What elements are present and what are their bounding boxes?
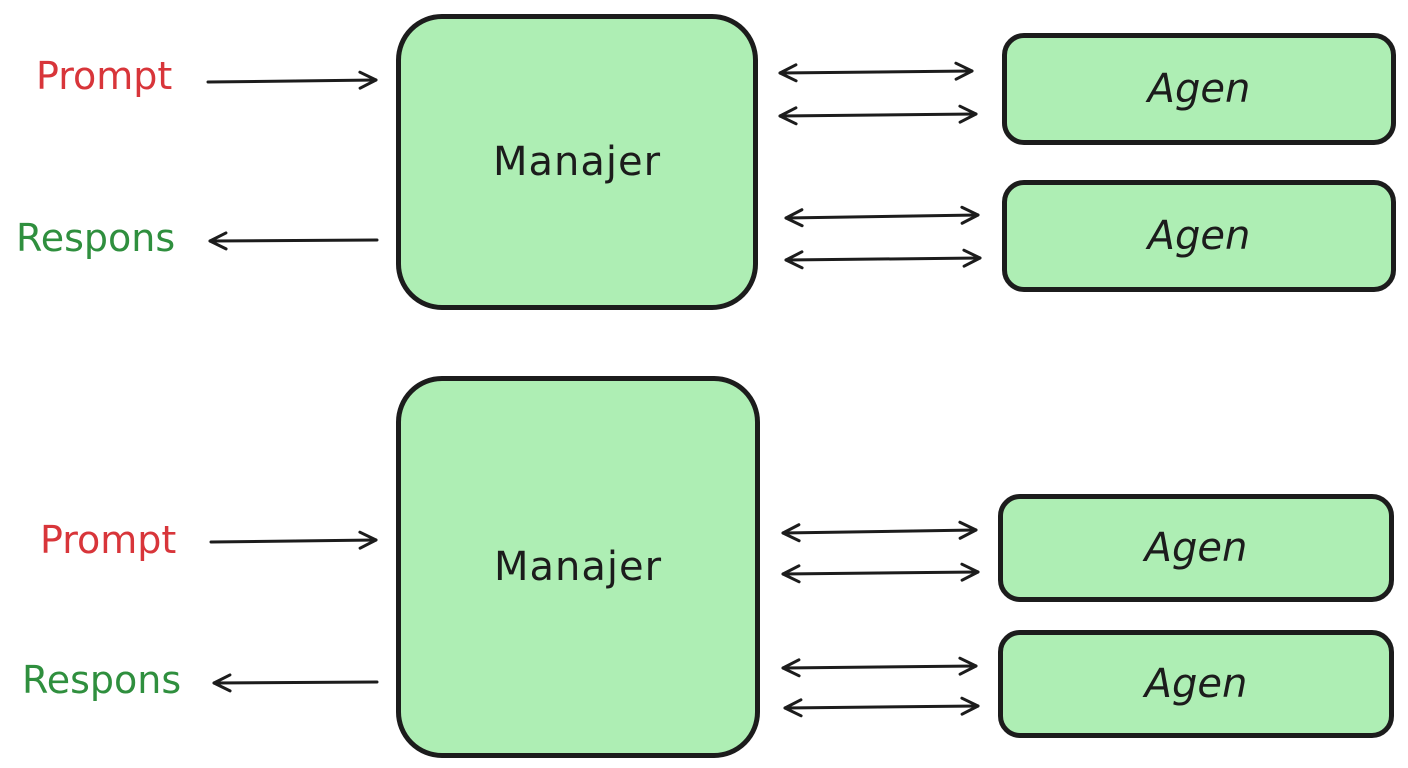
bottom-agent2-arrow-1 xyxy=(781,656,978,678)
bottom-agent1-arrow-2 xyxy=(781,562,980,584)
top-prompt-label: Prompt xyxy=(36,54,173,98)
top-agent2-arrow-1 xyxy=(784,205,980,228)
top-agent-label-2: Agen xyxy=(1147,213,1251,259)
top-agent-label-1: Agen xyxy=(1147,66,1251,112)
top-manager-box: Manajer xyxy=(396,14,758,310)
top-agent1-arrow-1 xyxy=(778,61,974,83)
bottom-agent-box-2: Agen xyxy=(998,630,1394,738)
bottom-agent1-arrow-1 xyxy=(781,520,978,543)
bottom-agent2-arrow-2 xyxy=(783,696,980,718)
bottom-manager-box: Manajer xyxy=(396,376,760,758)
bottom-agent-label-2: Agen xyxy=(1144,661,1248,707)
bottom-response-arrow xyxy=(212,673,379,693)
top-agent1-arrow-2 xyxy=(778,104,978,126)
bottom-prompt-arrow xyxy=(209,530,378,550)
bottom-agent-box-1: Agen xyxy=(998,494,1394,602)
bottom-response-label: Respons xyxy=(22,658,182,702)
top-agent-box-2: Agen xyxy=(1002,180,1396,292)
top-manager-label: Manajer xyxy=(492,139,662,185)
top-prompt-arrow xyxy=(206,70,378,90)
top-response-label: Respons xyxy=(16,216,176,260)
top-response-arrow xyxy=(208,231,379,251)
bottom-agent-label-1: Agen xyxy=(1144,525,1248,571)
top-agent-box-1: Agen xyxy=(1002,33,1396,145)
bottom-prompt-label: Prompt xyxy=(40,518,177,562)
bottom-manager-label: Manajer xyxy=(493,544,663,590)
top-agent2-arrow-2 xyxy=(784,248,982,270)
